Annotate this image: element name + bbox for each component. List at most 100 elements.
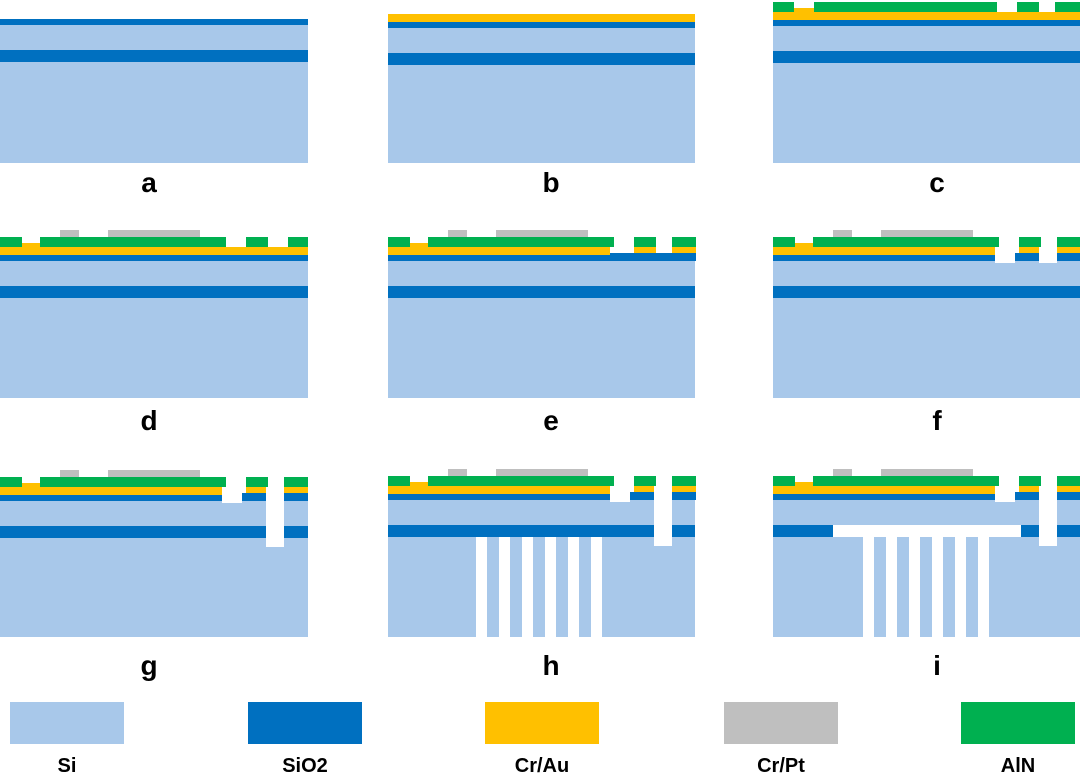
aln-segment	[1017, 2, 1039, 12]
crau-exposed	[22, 483, 40, 487]
handle-si	[388, 22, 695, 163]
crpt-electrode-small	[448, 469, 467, 476]
legend-label-crpt: Cr/Pt	[757, 755, 805, 777]
crau-right-2	[672, 247, 696, 253]
release-slit-2	[499, 537, 510, 637]
crpt-electrode-large	[496, 469, 588, 476]
cross-section-b	[388, 14, 695, 163]
aln-segment	[773, 476, 795, 486]
crau-right-2	[1057, 486, 1080, 492]
box-sio2	[388, 286, 695, 298]
crau-layer	[0, 247, 308, 255]
top-sio2	[0, 255, 308, 261]
sio2-etch-1	[222, 487, 242, 503]
crpt-electrode-large	[881, 469, 973, 476]
panel-label-f: f	[932, 405, 942, 436]
crau-right-1	[246, 487, 268, 493]
legend-label-aln: AlN	[1001, 755, 1035, 777]
crpt-electrode-small	[60, 470, 79, 477]
panel-label-h: h	[542, 650, 559, 681]
panel-label-b: b	[542, 167, 559, 198]
aln-right-1	[1019, 476, 1041, 486]
aln-segment	[773, 237, 795, 247]
box-sio2	[0, 526, 308, 538]
panels-layer	[0, 2, 1080, 637]
crau-right-2	[672, 486, 696, 492]
sio2-exposed	[610, 492, 696, 500]
legend-swatch-aln	[961, 702, 1075, 744]
top-sio2	[773, 255, 1080, 261]
box-sio2	[388, 525, 695, 537]
aln-segment	[1055, 2, 1080, 12]
box-sio2	[773, 286, 1080, 298]
crpt-electrode-small	[833, 230, 852, 237]
top-sio2	[388, 22, 695, 28]
aln-segment	[388, 237, 410, 247]
handle-si	[773, 255, 1080, 398]
release-slit-6	[591, 537, 602, 637]
crau-right-1	[634, 247, 656, 253]
aln-segment	[0, 237, 22, 247]
top-sio2	[388, 494, 695, 500]
handle-si	[0, 255, 308, 398]
legend-swatch-crau	[485, 702, 599, 744]
crpt-electrode-small	[448, 230, 467, 237]
crau-top	[388, 14, 695, 17]
cross-section-g	[0, 470, 308, 637]
aln-right-2	[1057, 237, 1080, 247]
release-slit-3	[909, 537, 920, 637]
crau-layer	[388, 14, 695, 22]
aln-segment	[388, 476, 410, 486]
aln-right-1	[246, 477, 268, 487]
panel-label-i: i	[933, 650, 941, 681]
aln-right-2	[672, 237, 696, 247]
device-trench	[1039, 486, 1057, 546]
panel-label-d: d	[140, 405, 157, 436]
crau-layer	[388, 247, 695, 255]
aln-right-2	[284, 477, 308, 487]
box-sio2	[773, 51, 1080, 63]
release-slit-2	[886, 537, 897, 637]
top-sio2	[773, 20, 1080, 26]
aln-segment	[773, 2, 794, 12]
legend-label-crau: Cr/Au	[515, 755, 569, 777]
sio2-exposed	[610, 253, 696, 261]
sio2-exposed	[995, 253, 1080, 261]
cross-section-f	[773, 230, 1080, 398]
legend: Si SiO2 Cr/Au Cr/Pt AlN	[10, 702, 1075, 777]
legend-swatch-sio2	[248, 702, 362, 744]
cross-section-e	[388, 230, 696, 398]
release-slit-5	[568, 537, 579, 637]
panel-label-a: a	[141, 167, 157, 198]
cross-section-c	[773, 2, 1080, 163]
box-sio2	[0, 50, 308, 62]
crau-layer	[773, 486, 1080, 494]
aln-segment	[428, 237, 614, 247]
sio2-exposed	[995, 492, 1080, 500]
top-sio2	[0, 19, 308, 25]
crau-right-2	[1057, 247, 1080, 253]
aln-right-2	[1057, 476, 1080, 486]
legend-label-sio2: SiO2	[282, 755, 328, 777]
handle-si	[388, 494, 695, 637]
top-sio2	[0, 495, 308, 501]
crau-right-1	[1019, 486, 1041, 492]
handle-si	[388, 255, 695, 398]
crpt-electrode-small	[833, 469, 852, 476]
handle-si	[0, 19, 308, 163]
box-release-cavity	[833, 525, 1021, 537]
aln-right-1	[634, 237, 656, 247]
sio2-exposed	[222, 493, 308, 501]
aln-segment	[813, 476, 999, 486]
release-slit-5	[955, 537, 966, 637]
box-sio2	[0, 286, 308, 298]
crau-layer	[773, 12, 1080, 20]
release-slit-1	[863, 537, 874, 637]
aln-right-2	[672, 476, 696, 486]
top-sio2	[388, 255, 695, 261]
sio2-etch-1	[995, 247, 1015, 263]
release-slit-4	[932, 537, 943, 637]
device-trench	[654, 486, 672, 546]
cross-section-i	[773, 469, 1080, 637]
